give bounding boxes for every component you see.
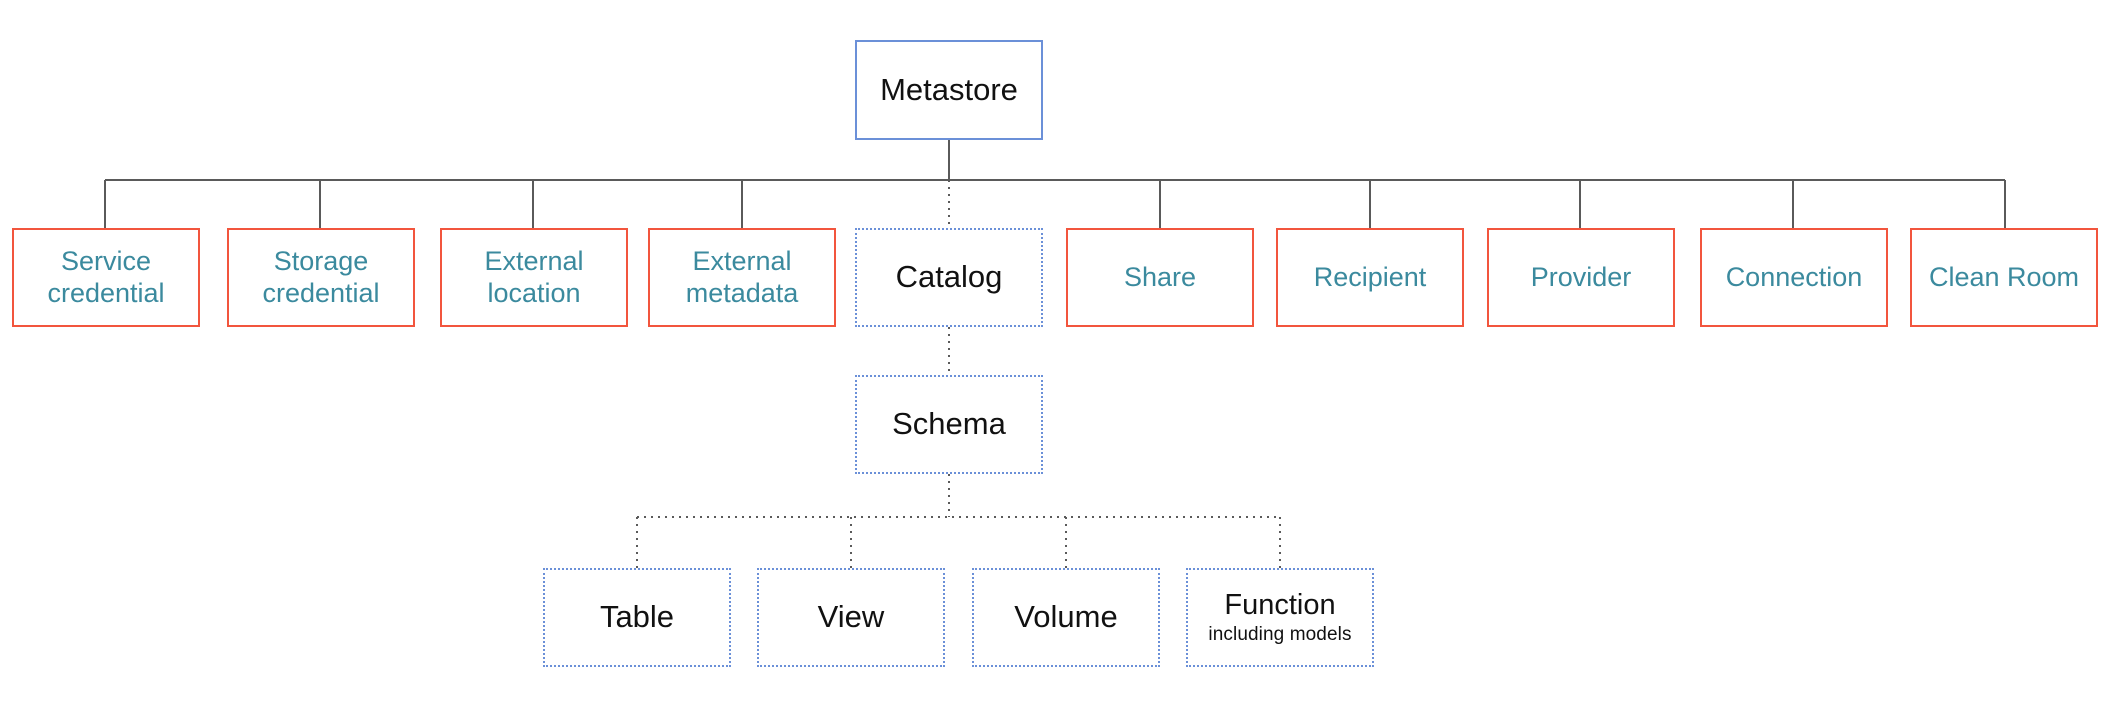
- node-label-schema: Schema: [892, 406, 1006, 442]
- node-subtitle-function: including models: [1208, 624, 1352, 646]
- node-service-credential: Service credential: [12, 228, 200, 327]
- node-schema: Schema: [855, 375, 1043, 474]
- node-label-connection: Connection: [1725, 261, 1863, 292]
- node-share: Share: [1066, 228, 1254, 327]
- node-label-provider: Provider: [1530, 261, 1632, 292]
- node-volume: Volume: [972, 568, 1160, 667]
- node-label-function: Function: [1224, 589, 1336, 622]
- node-storage-credential: Storage credential: [227, 228, 415, 327]
- node-external-location: External location: [440, 228, 628, 327]
- solid-connectors: [104, 140, 2006, 228]
- node-label-recipient: Recipient: [1313, 261, 1427, 292]
- node-metastore: Metastore: [855, 40, 1043, 140]
- node-label-service-credential: Service credential: [47, 245, 165, 308]
- node-label-storage-credential: Storage credential: [262, 245, 380, 308]
- node-label-share: Share: [1123, 261, 1197, 292]
- node-recipient: Recipient: [1276, 228, 1464, 327]
- node-label-volume: Volume: [1014, 599, 1118, 635]
- node-label-catalog: Catalog: [895, 259, 1003, 295]
- node-label-metastore: Metastore: [880, 71, 1018, 107]
- node-clean-room: Clean Room: [1910, 228, 2098, 327]
- node-external-metadata: External metadata: [648, 228, 836, 327]
- node-label-clean-room: Clean Room: [1928, 261, 2080, 292]
- node-view: View: [757, 568, 945, 667]
- node-connection: Connection: [1700, 228, 1888, 327]
- node-label-external-location: External location: [484, 245, 584, 308]
- node-catalog: Catalog: [855, 228, 1043, 327]
- node-provider: Provider: [1487, 228, 1675, 327]
- node-label-external-metadata: External metadata: [685, 245, 799, 308]
- node-label-table: Table: [599, 599, 675, 635]
- node-label-view: View: [817, 599, 885, 635]
- node-table: Table: [543, 568, 731, 667]
